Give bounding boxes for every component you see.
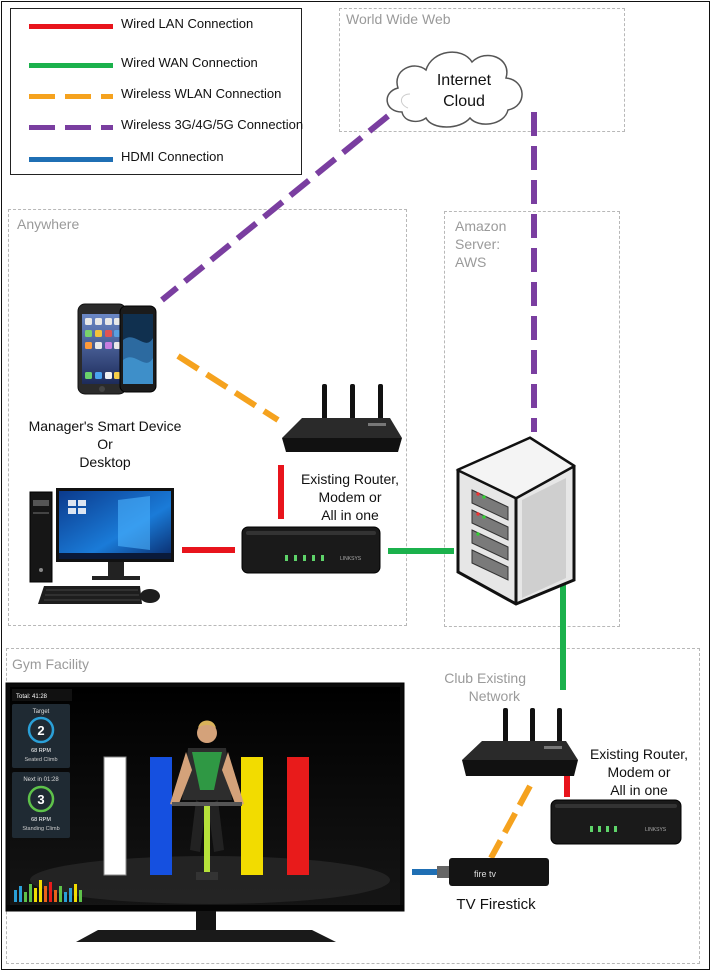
tv-target-value: 2: [37, 723, 44, 738]
manager-label-3: Desktop: [79, 454, 131, 470]
tv-total-time: Total: 41:28: [16, 694, 48, 700]
router-gym-label-2: Modem or: [607, 764, 671, 780]
firestick-label: TV Firestick: [456, 896, 536, 913]
tv-target-rpm: 68 RPM: [31, 748, 51, 754]
zone-amazon: [444, 211, 620, 627]
legend-swatch-wlan: [29, 94, 113, 99]
desktop-tower-icon: [29, 491, 53, 583]
legend-label-lan: Wired LAN Connection: [121, 16, 254, 31]
zone-label-gym: Gym Facility: [12, 656, 89, 672]
legend-label-hdmi: HDMI Connection: [121, 149, 224, 164]
tv-target-label: Target: [33, 709, 50, 715]
zone-anywhere: [8, 209, 407, 626]
legend: Wired LAN Connection Wired WAN Connectio…: [10, 8, 304, 175]
tv-icon: Total: 41:28 Target 2 68 RPM Seated Clim…: [5, 682, 405, 942]
cyclist-figure: [170, 720, 244, 880]
router-top-label-2: Modem or: [318, 489, 382, 505]
manager-label-2: Or: [97, 436, 113, 452]
club-modem-brand: LINKSYS: [645, 827, 667, 833]
tv-next-rpm: 68 RPM: [31, 817, 51, 823]
android-phone-icon: [119, 305, 157, 393]
tv-next-mode: Standing Climb: [22, 826, 59, 832]
legend-swatch-wan: [29, 63, 113, 68]
legend-row-wlan: Wireless WLAN Connection: [11, 85, 301, 105]
legend-row-cellular: Wireless 3G/4G/5G Connection: [11, 116, 304, 136]
router-gym-label-1: Existing Router,: [589, 746, 689, 762]
connection-router-to-firestick: [488, 784, 533, 860]
router-top-label-1: Existing Router,: [300, 471, 400, 487]
tv-next-label: Next in 01:28: [23, 777, 59, 783]
modem-icon: LINKSYS: [241, 526, 381, 574]
legend-label-wlan: Wireless WLAN Connection: [121, 86, 282, 101]
zone-world-wide-web: [339, 8, 625, 132]
monitor-icon: [56, 488, 174, 580]
firestick-icon: fire tv: [437, 858, 549, 886]
keyboard-icon: [38, 586, 142, 604]
cloud-icon: [386, 51, 523, 128]
legend-row-wan: Wired WAN Connection: [11, 54, 301, 74]
tv-intensity-bars: [14, 880, 82, 902]
legend-swatch-hdmi: [29, 157, 113, 162]
legend-label-cellular: Wireless 3G/4G/5G Connection: [121, 117, 304, 132]
zone-label-web: World Wide Web: [346, 11, 451, 27]
zone-label-amazon-3: AWS: [455, 254, 487, 270]
club-network-label-2: Network: [468, 688, 520, 704]
router-top-label-3: All in one: [321, 507, 379, 523]
tv-next-value: 3: [37, 792, 44, 807]
legend-swatch-cellular: [29, 125, 113, 130]
zone-label-anywhere: Anywhere: [17, 216, 80, 232]
zone-label-amazon-1: Amazon: [455, 218, 507, 234]
cloud-label-2: Cloud: [443, 93, 485, 110]
legend-row-hdmi: HDMI Connection: [11, 148, 301, 168]
wireless-router-icon: [282, 384, 402, 452]
legend-label-wan: Wired WAN Connection: [121, 55, 258, 70]
club-network-label-1: Club Existing: [444, 670, 526, 686]
connection-device-to-router: [176, 353, 280, 423]
manager-label-1: Manager's Smart Device: [28, 418, 182, 434]
tv-target-mode: Seated Climb: [24, 757, 57, 763]
modem-brand: LINKSYS: [340, 556, 362, 562]
legend-swatch-lan: [29, 24, 113, 29]
legend-row-lan: Wired LAN Connection: [11, 15, 301, 35]
tv-workout-panel: Total: 41:28 Target 2 68 RPM Seated Clim…: [12, 689, 72, 838]
smartphone-icon: [77, 303, 127, 395]
firestick-brand: fire tv: [474, 869, 497, 879]
connection-cloud-to-device: [160, 113, 390, 303]
club-modem-icon: LINKSYS: [550, 799, 682, 845]
server-icon: [455, 436, 576, 606]
zone-label-amazon-2: Server:: [455, 236, 501, 252]
club-wireless-router-icon: [462, 708, 578, 776]
mouse-icon: [140, 589, 160, 603]
router-gym-label-3: All in one: [610, 782, 668, 798]
cloud-label-1: Internet: [436, 72, 492, 89]
